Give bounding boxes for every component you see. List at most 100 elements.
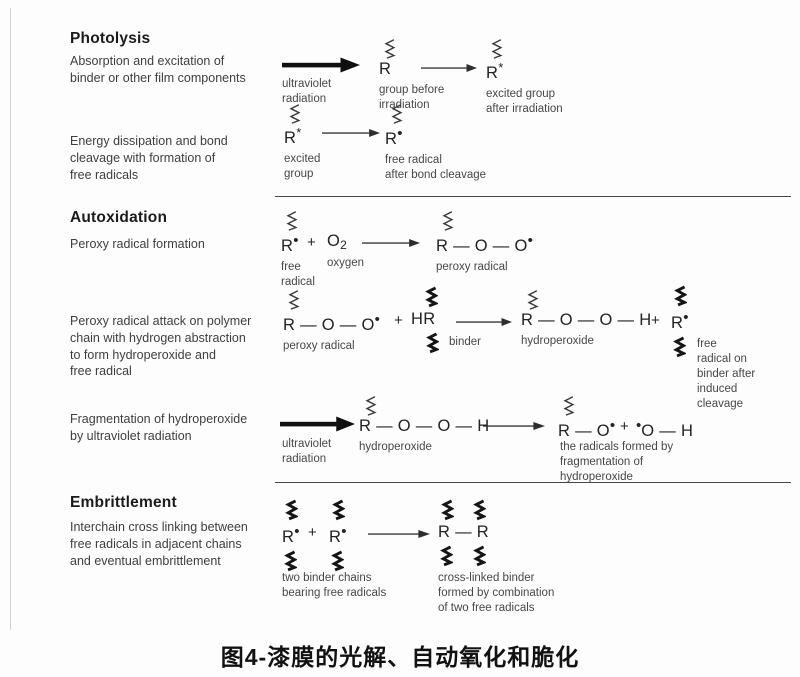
- molecule-group-before-irradiation: R group before irradiation: [379, 38, 444, 113]
- molecule-symbol: R: [671, 314, 684, 332]
- binder-chain-squiggle-icon: [441, 498, 454, 521]
- photolysis-step1-description: Absorption and excitation of binder or o…: [70, 54, 246, 85]
- molecule-formula: R — O — O: [436, 237, 528, 255]
- binder-chain-squiggle-icon: [440, 544, 453, 567]
- polymer-chain-squiggle-icon: [525, 289, 540, 310]
- uv-radiation-thick-arrow-icon: [282, 57, 360, 73]
- binder-chain-squiggle-icon: [285, 498, 298, 521]
- molecule-binder-radical-1: R•: [282, 498, 299, 574]
- autoxidation-step3-description: Fragmentation of hydroperoxide by ultrav…: [70, 412, 248, 443]
- reaction-arrow-icon: [368, 529, 430, 539]
- section-title-autoxidation: Autoxidation: [70, 209, 168, 226]
- molecule-symbol: R: [385, 130, 398, 148]
- molecule-symbol: R: [486, 64, 499, 82]
- molecule-label: free radical: [281, 261, 315, 288]
- radical-dot: •: [683, 309, 689, 326]
- molecule-symbol: R: [379, 60, 392, 78]
- molecule-label: excited group after irradiation: [486, 88, 563, 115]
- molecule-binder-radical-2: R•: [329, 498, 346, 574]
- molecule-symbol: O: [327, 232, 341, 250]
- polymer-chain-squiggle-icon: [284, 210, 299, 231]
- product-label: cross-linked binder formed by combinatio…: [438, 572, 555, 614]
- reactants-label: two binder chains bearing free radicals: [282, 572, 387, 599]
- binder-chain-squiggle-icon: [674, 284, 687, 307]
- molecule-binder-free-radical: R• free radical on binder after induced …: [671, 284, 755, 410]
- plus-sign: +: [307, 234, 316, 251]
- molecule-formula: R — R: [438, 523, 489, 541]
- scan-edge-line: [10, 8, 11, 630]
- plus-sign: +: [308, 524, 317, 541]
- molecule-hydroperoxide: R — O — O — H hydroperoxide: [521, 289, 651, 349]
- binder-chain-squiggle-icon: [473, 498, 486, 521]
- molecule-hydroxyl-radical: •O — H: [636, 417, 693, 441]
- subscript: 2: [340, 238, 347, 252]
- reaction-arrow-icon: [483, 421, 545, 431]
- molecule-peroxy-radical: R — O — O• peroxy radical: [283, 289, 380, 354]
- molecule-free-radical: R• free radical after bond cleavage: [385, 103, 486, 183]
- excited-star: *: [296, 125, 302, 140]
- molecule-symbol: R: [281, 237, 294, 255]
- photolysis-step2-description: Energy dissipation and bond cleavage wit…: [70, 134, 228, 182]
- molecule-crosslinked-binder: R — R: [438, 498, 489, 569]
- radical-dot: •: [397, 125, 403, 142]
- reaction-arrow-icon: [322, 128, 380, 138]
- molecule-free-radical: R• free radical: [281, 210, 315, 290]
- binder-chain-squiggle-icon: [673, 335, 686, 358]
- embrittlement-description: Interchain cross linking between free ra…: [70, 520, 248, 568]
- binder-chain-squiggle-icon: [331, 549, 344, 572]
- molecule-formula: O — H: [641, 422, 694, 440]
- radical-dot: •: [609, 417, 616, 434]
- binder-chain-squiggle-icon: [426, 331, 439, 354]
- molecule-symbol: R: [284, 129, 297, 147]
- section-title-embrittlement: Embrittlement: [70, 494, 177, 511]
- molecule-label: hydroperoxide: [521, 335, 594, 347]
- polymer-chain-squiggle-icon: [389, 103, 404, 124]
- molecule-symbol: R: [282, 528, 295, 546]
- polymer-chain-squiggle-icon: [489, 38, 504, 59]
- binder-chain-squiggle-icon: [473, 544, 486, 567]
- section-divider: [275, 196, 791, 198]
- molecule-symbol: R: [329, 528, 342, 546]
- radical-dot: •: [527, 232, 533, 249]
- molecule-oxygen: O2 oxygen: [327, 210, 364, 271]
- molecule-label: peroxy radical: [283, 340, 355, 352]
- radical-dot: •: [636, 417, 642, 434]
- radical-dot: •: [294, 523, 300, 540]
- uv-radiation-label: ultraviolet radiation: [282, 438, 332, 465]
- polymer-chain-squiggle-icon: [440, 210, 455, 231]
- molecule-label: binder: [449, 336, 481, 348]
- molecule-label: group before irradiation: [379, 84, 445, 111]
- polymer-chain-squiggle-icon: [287, 103, 302, 124]
- radical-dot: •: [293, 232, 299, 249]
- polymer-chain-squiggle-icon: [363, 395, 378, 416]
- radical-dot: •: [374, 311, 380, 328]
- molecule-excited-group: R* excited group: [284, 103, 320, 182]
- binder-chain-squiggle-icon: [284, 549, 297, 572]
- molecule-label: peroxy radical: [436, 261, 508, 273]
- autoxidation-step1-description: Peroxy radical formation: [70, 237, 205, 251]
- molecule-binder: HR binder: [411, 285, 481, 356]
- radical-dot: •: [341, 523, 347, 540]
- uv-radiation-label: ultraviolet radiation: [282, 78, 332, 105]
- reaction-arrow-icon: [421, 63, 477, 73]
- molecule-excited-group: R* excited group after irradiation: [486, 38, 563, 117]
- binder-chain-squiggle-icon: [332, 498, 345, 521]
- polymer-chain-squiggle-icon: [382, 38, 397, 59]
- molecule-label: excited group: [284, 153, 321, 180]
- molecule-formula: R — O — O — H: [521, 311, 652, 329]
- figure-caption: 图4-漆膜的光解、自动氧化和脆化: [220, 644, 580, 670]
- section-title-photolysis: Photolysis: [70, 30, 151, 47]
- plus-sign: +: [394, 312, 403, 329]
- molecule-hydroperoxide: R — O — O — H hydroperoxide: [359, 395, 489, 455]
- molecule-label: oxygen: [327, 257, 365, 269]
- reaction-arrow-icon: [456, 317, 512, 327]
- molecule-label: hydroperoxide: [359, 441, 432, 453]
- fragmentation-products-label: the radicals formed by fragmentation of …: [560, 441, 674, 483]
- molecule-alkoxy-radical: R — O•: [558, 395, 615, 441]
- molecule-label: free radical on binder after induced cle…: [697, 338, 756, 410]
- autoxidation-step2-description: Peroxy radical attack on polymer chain w…: [70, 314, 252, 379]
- molecule-formula: R — O — O — H: [359, 417, 490, 435]
- section-divider: [275, 482, 791, 484]
- polymer-chain-squiggle-icon: [561, 395, 576, 416]
